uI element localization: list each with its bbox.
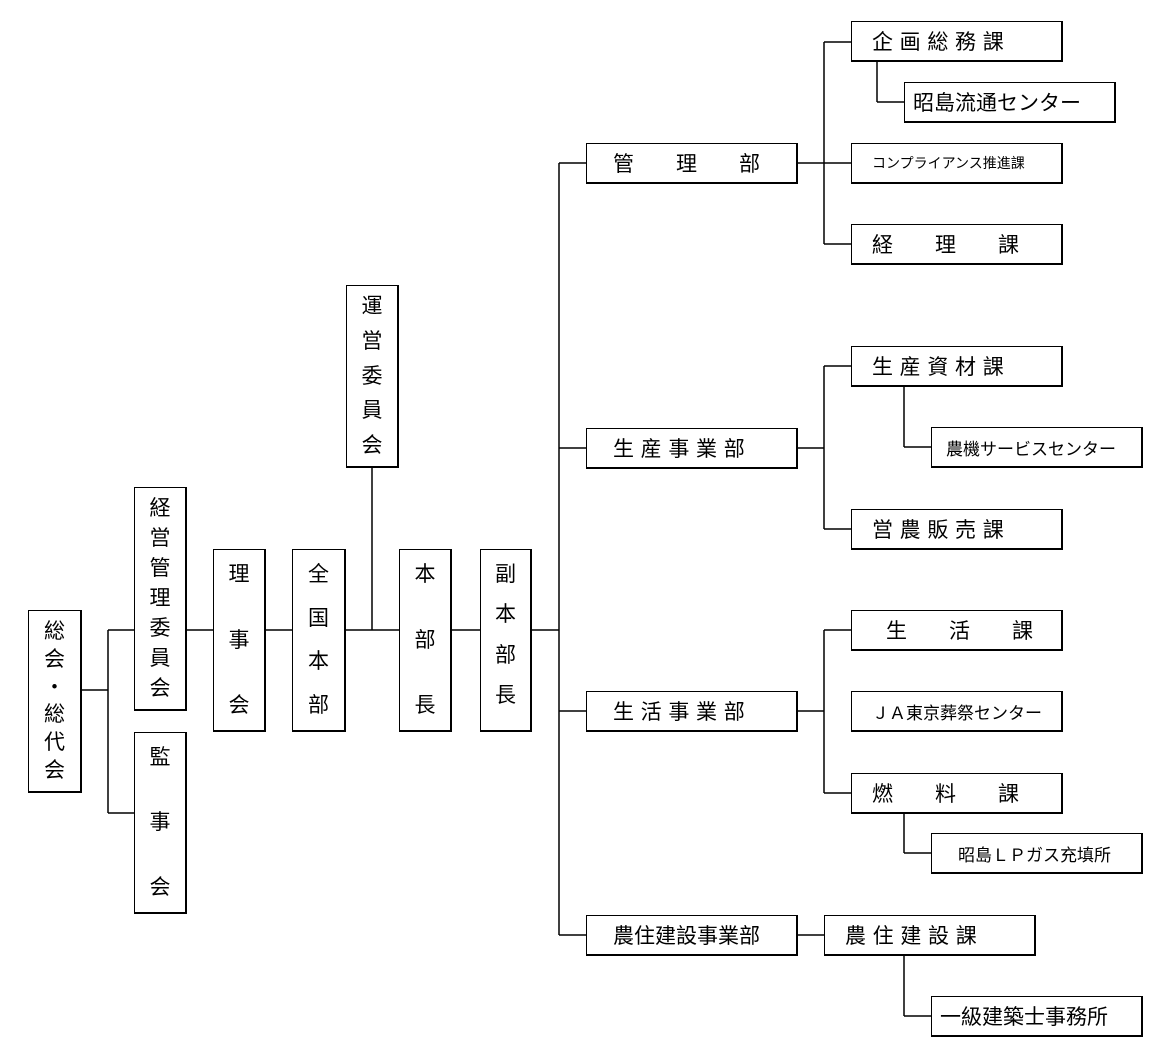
steering-committee-box: 運 営 委 員 会 bbox=[346, 285, 399, 468]
section-production-materials: 生 産 資 材 課 bbox=[851, 346, 1063, 387]
board-char: 会 bbox=[228, 693, 250, 717]
board-char: 事 bbox=[228, 627, 250, 652]
deputy-hq-chief-char: 副 bbox=[495, 562, 516, 586]
dept-admin-label: 管 理 部 bbox=[613, 152, 760, 176]
deputy-hq-chief-char: 部 bbox=[495, 642, 516, 667]
section-architect-office-label: 一級建築士事務所 bbox=[940, 1005, 1108, 1029]
dept-living: 生 活 事 業 部 bbox=[586, 691, 798, 732]
auditors-box: 監 事 会 bbox=[134, 732, 187, 914]
management-committee-char: 経 bbox=[149, 496, 171, 520]
dept-production-label: 生 産 事 業 部 bbox=[613, 437, 745, 461]
auditors-char: 事 bbox=[149, 810, 171, 834]
deputy-hq-chief-char: 長 bbox=[495, 682, 516, 707]
section-akishima-distribution-label: 昭島流通センター bbox=[913, 91, 1081, 115]
section-planning: 企 画 総 務 課 bbox=[851, 21, 1063, 62]
national-hq-char: 部 bbox=[308, 692, 329, 717]
hq-chief-box: 本 部 長 bbox=[399, 549, 452, 732]
section-compliance-label: コンプライアンス推進課 bbox=[872, 156, 1025, 172]
auditors-char: 監 bbox=[149, 745, 171, 769]
management-committee-box: 経 営 管 理 委 員 会 bbox=[134, 487, 187, 711]
deputy-hq-chief-box: 副 本 部 長 bbox=[480, 549, 532, 732]
section-machinery-service: 農機サービスセンター bbox=[931, 427, 1143, 468]
deputy-hq-chief-char: 本 bbox=[495, 602, 516, 627]
general-assembly-char: 総 bbox=[44, 702, 65, 727]
general-assembly-char: 会 bbox=[44, 646, 65, 671]
section-housing-construction-label: 農 住 建 設 課 bbox=[845, 924, 977, 948]
steering-committee-char: 員 bbox=[361, 398, 383, 423]
dept-living-label: 生 活 事 業 部 bbox=[613, 700, 745, 724]
section-funeral-center: ＪＡ東京葬祭センター bbox=[851, 691, 1063, 732]
section-planning-label: 企 画 総 務 課 bbox=[872, 30, 1004, 54]
dept-construction-label: 農住建設事業部 bbox=[613, 924, 760, 948]
section-funeral-center-label: ＪＡ東京葬祭センター bbox=[872, 703, 1042, 724]
management-committee-char: 管 bbox=[149, 556, 171, 580]
section-compliance: コンプライアンス推進課 bbox=[851, 143, 1063, 184]
steering-committee-char: 運 bbox=[361, 294, 383, 318]
national-hq-box: 全 国 本 部 bbox=[292, 549, 346, 732]
section-housing-construction: 農 住 建 設 課 bbox=[824, 915, 1036, 956]
general-assembly-char: 代 bbox=[44, 730, 65, 755]
section-lp-gas: 昭島ＬＰガス充填所 bbox=[931, 833, 1143, 874]
board-char: 理 bbox=[228, 562, 250, 586]
general-assembly-char: 総 bbox=[44, 619, 65, 643]
section-accounting: 経 理 課 bbox=[851, 224, 1063, 265]
national-hq-char: 全 bbox=[308, 562, 329, 586]
section-architect-office: 一級建築士事務所 bbox=[931, 996, 1143, 1037]
dept-construction: 農住建設事業部 bbox=[586, 915, 798, 956]
hq-chief-char: 本 bbox=[414, 562, 436, 586]
board-box: 理 事 会 bbox=[213, 549, 266, 732]
management-committee-char: 営 bbox=[149, 526, 171, 550]
steering-committee-char: 委 bbox=[361, 363, 383, 388]
hq-chief-char: 長 bbox=[414, 693, 436, 717]
steering-committee-char: 会 bbox=[361, 433, 383, 457]
section-living-label: 生 活 課 bbox=[886, 619, 1033, 643]
section-farm-sales: 営 農 販 売 課 bbox=[851, 509, 1063, 550]
national-hq-char: 本 bbox=[308, 649, 329, 674]
section-living: 生 活 課 bbox=[851, 610, 1063, 651]
general-assembly-char: 会 bbox=[44, 757, 65, 782]
dept-admin: 管 理 部 bbox=[586, 143, 798, 184]
national-hq-char: 国 bbox=[308, 605, 329, 630]
management-committee-char: 会 bbox=[149, 676, 171, 700]
section-farm-sales-label: 営 農 販 売 課 bbox=[872, 518, 1004, 542]
management-committee-char: 委 bbox=[149, 616, 171, 640]
section-fuel-label: 燃 料 課 bbox=[872, 782, 1019, 806]
dept-production: 生 産 事 業 部 bbox=[586, 428, 798, 469]
section-production-materials-label: 生 産 資 材 課 bbox=[872, 355, 1004, 379]
section-machinery-service-label: 農機サービスセンター bbox=[946, 439, 1116, 460]
section-akishima-distribution: 昭島流通センター bbox=[904, 82, 1116, 123]
hq-chief-char: 部 bbox=[414, 627, 436, 652]
management-committee-char: 理 bbox=[149, 586, 171, 610]
auditors-char: 会 bbox=[149, 875, 171, 899]
general-assembly-box: 総 会 ・ 総 代 会 bbox=[28, 610, 82, 793]
section-fuel: 燃 料 課 bbox=[851, 773, 1063, 814]
management-committee-char: 員 bbox=[149, 646, 171, 670]
general-assembly-char: ・ bbox=[44, 674, 65, 699]
section-accounting-label: 経 理 課 bbox=[872, 233, 1019, 257]
section-lp-gas-label: 昭島ＬＰガス充填所 bbox=[958, 845, 1111, 866]
steering-committee-char: 営 bbox=[361, 328, 383, 353]
